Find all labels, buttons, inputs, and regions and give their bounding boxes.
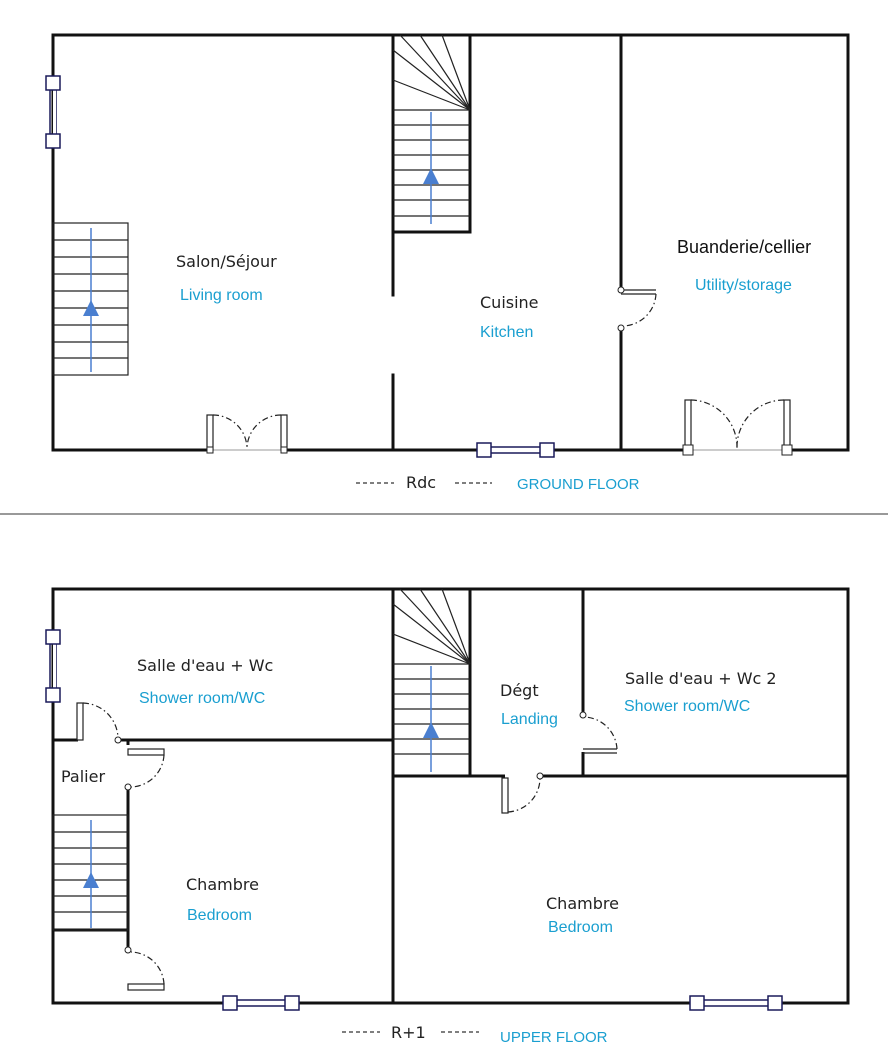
bedroom1-label-fr: Chambre: [186, 875, 259, 894]
ground-utility-double-door: [682, 399, 793, 456]
upper-shower2-door: [579, 711, 618, 754]
upper-left-window: [45, 629, 61, 703]
upper-shower1-door: [76, 702, 122, 744]
ground-utility-door: [617, 286, 657, 332]
ground-kitchen-window: [476, 442, 555, 458]
upper-central-staircase: [392, 588, 471, 772]
upper-floor-plan: Salle d'eau + Wc Shower room/WC Palier D…: [45, 587, 850, 1046]
utility-label-fr: Buanderie/cellier: [677, 237, 811, 257]
kitchen-label-fr: Cuisine: [480, 293, 539, 312]
upper-palier-staircase: [52, 814, 129, 931]
stair-arrow-icon: [423, 722, 439, 738]
shower1-label-fr: Salle d'eau + Wc: [137, 656, 273, 675]
stair-arrow-icon: [83, 872, 99, 888]
upper-bedroom2-door: [501, 772, 544, 814]
stair-arrow-icon: [423, 168, 439, 184]
bedroom1-label-en: Bedroom: [187, 907, 252, 924]
upper-bedroom1-window: [222, 995, 300, 1011]
upper-bedroom2-window: [689, 995, 783, 1011]
ground-floor-caption-en: GROUND FLOOR: [517, 476, 640, 493]
upper-floor-caption-fr: R+1: [391, 1023, 426, 1042]
landing-label-en: Landing: [501, 711, 558, 728]
landing-label-fr: Dégt: [500, 681, 539, 700]
shower2-label-en: Shower room/WC: [624, 698, 750, 715]
ground-floor-caption-fr: Rdc: [406, 473, 436, 492]
ground-left-window: [45, 75, 61, 149]
living-room-label-fr: Salon/Séjour: [176, 252, 277, 271]
ground-living-double-door: [206, 414, 288, 456]
ground-living-staircase: [52, 222, 129, 376]
bedroom2-label-fr: Chambre: [546, 894, 619, 913]
upper-outer-wall: [51, 587, 850, 1005]
upper-palier-door-top: [124, 745, 165, 791]
upper-floor-caption-en: UPPER FLOOR: [500, 1029, 608, 1046]
utility-label-en: Utility/storage: [695, 277, 792, 294]
shower2-label-fr: Salle d'eau + Wc 2: [625, 669, 777, 688]
bedroom2-label-en: Bedroom: [548, 919, 613, 936]
living-room-label-en: Living room: [180, 287, 263, 304]
stair-arrow-icon: [83, 300, 99, 316]
ground-kitchen-staircase: [392, 34, 471, 224]
upper-bedroom1-door-bottom: [124, 946, 165, 991]
ground-floor-plan: Salon/Séjour Living room Cuisine Kitchen…: [45, 33, 850, 493]
shower1-label-en: Shower room/WC: [139, 690, 265, 707]
palier-label-fr: Palier: [61, 767, 105, 786]
kitchen-label-en: Kitchen: [480, 324, 533, 341]
